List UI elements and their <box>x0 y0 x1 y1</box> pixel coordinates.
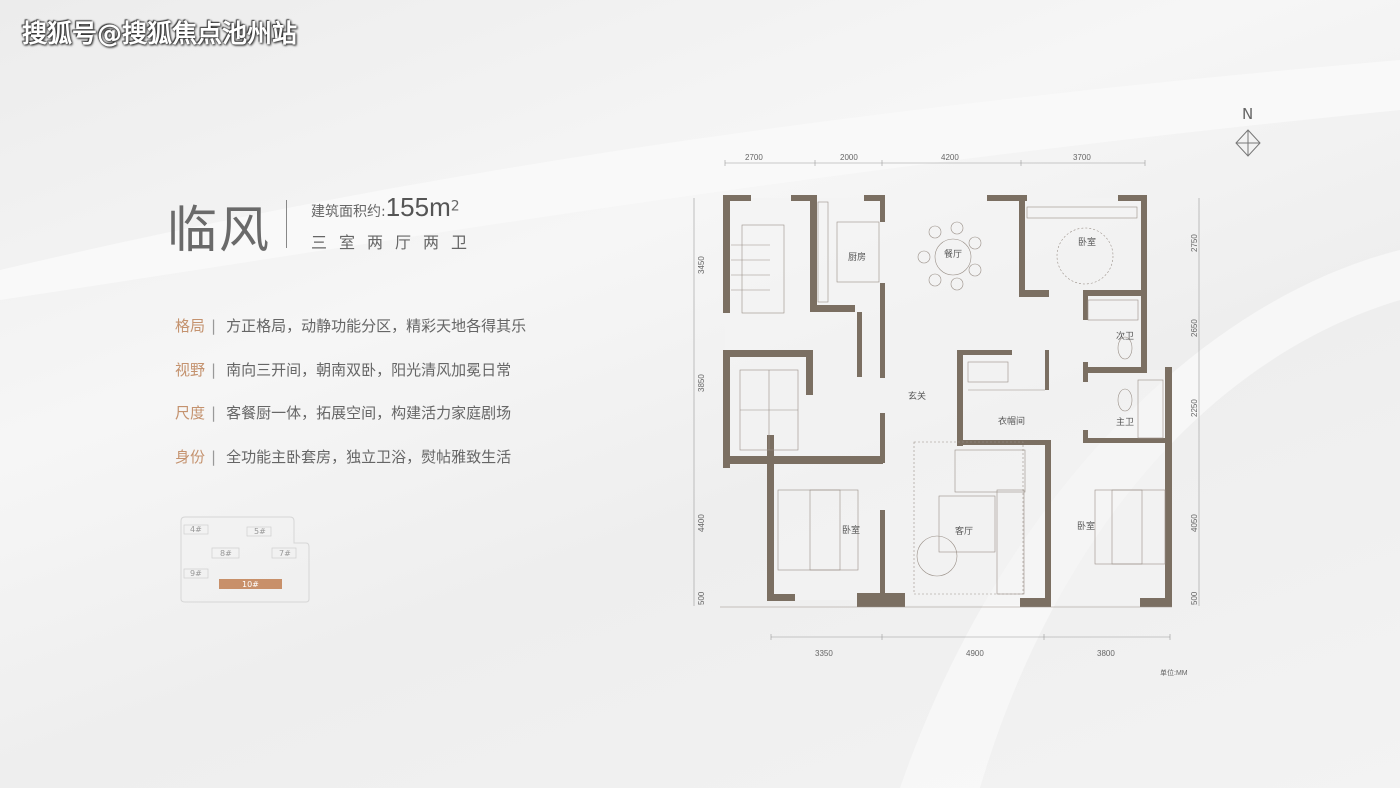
site-plan: 4# 5# 8# 7# 9# 10# <box>180 516 310 603</box>
building-label: 10# <box>242 580 259 589</box>
dim-left: 4400 <box>697 514 706 532</box>
room-label-second-bath: 次卫 <box>1116 330 1134 342</box>
area-info: 建筑面积约:155m2 <box>311 192 460 223</box>
room-label-bedroom-sw: 卧室 <box>842 524 860 536</box>
dim-bottom: 3350 <box>815 649 833 658</box>
feature-item: 尺度|客餐厨一体，拓展空间，构建活力家庭剧场 <box>175 404 512 422</box>
dim-top: 2700 <box>745 153 763 162</box>
dim-right: 500 <box>1190 591 1199 605</box>
dim-left: 500 <box>697 591 706 605</box>
dim-left: 3450 <box>697 256 706 274</box>
feature-item: 视野|南向三开间，朝南双卧，阳光清风加冕日常 <box>175 361 512 379</box>
floor-area <box>725 198 1170 605</box>
dim-top: 2000 <box>840 153 858 162</box>
dim-right: 4050 <box>1190 514 1199 532</box>
north-label: N <box>1242 105 1253 123</box>
dim-top: 3700 <box>1073 153 1091 162</box>
room-label-master-bath: 主卫 <box>1116 416 1134 428</box>
room-label-kitchen: 厨房 <box>848 251 866 263</box>
room-label-dining: 餐厅 <box>944 248 962 260</box>
building-label: 7# <box>279 549 291 558</box>
area-value: 155m <box>385 192 451 222</box>
area-label: 建筑面积约: <box>311 204 386 220</box>
dim-bottom: 4900 <box>966 649 984 658</box>
unit-name: 临风 <box>167 201 271 259</box>
room-label-bedroom-ne: 卧室 <box>1078 236 1096 248</box>
dim-left: 3850 <box>697 374 706 392</box>
layout-type: 三室两厅两卫 <box>311 233 480 252</box>
watermark: 搜狐号@搜狐焦点池州站 <box>22 19 298 48</box>
room-label-foyer: 玄关 <box>908 390 926 402</box>
dim-right: 2650 <box>1190 319 1199 337</box>
dim-right: 2250 <box>1190 399 1199 417</box>
building-label: 9# <box>190 569 202 578</box>
building-label: 4# <box>190 525 202 534</box>
building-label: 8# <box>220 549 232 558</box>
room-label-living: 客厅 <box>955 525 973 537</box>
feature-item: 身份|全功能主卧套房，独立卫浴，熨帖雅致生活 <box>175 448 512 466</box>
dim-right: 2750 <box>1190 234 1199 252</box>
room-label-closet: 衣帽间 <box>998 415 1025 427</box>
highlight-building <box>219 579 282 589</box>
dim-top: 4200 <box>941 153 959 162</box>
compass-icon <box>1235 129 1261 157</box>
dim-bottom: 3800 <box>1097 649 1115 658</box>
room-label-bedroom-se: 卧室 <box>1077 520 1095 532</box>
walls <box>723 195 1172 607</box>
dimension-lines <box>693 160 1200 640</box>
unit-label: 单位:MM <box>1160 668 1188 677</box>
building-label: 5# <box>254 527 266 536</box>
area-sup: 2 <box>450 198 460 215</box>
fixtures <box>720 201 1172 608</box>
divider <box>286 200 287 248</box>
feature-item: 格局|方正格局，动静功能分区，精彩天地各得其乐 <box>175 317 527 335</box>
